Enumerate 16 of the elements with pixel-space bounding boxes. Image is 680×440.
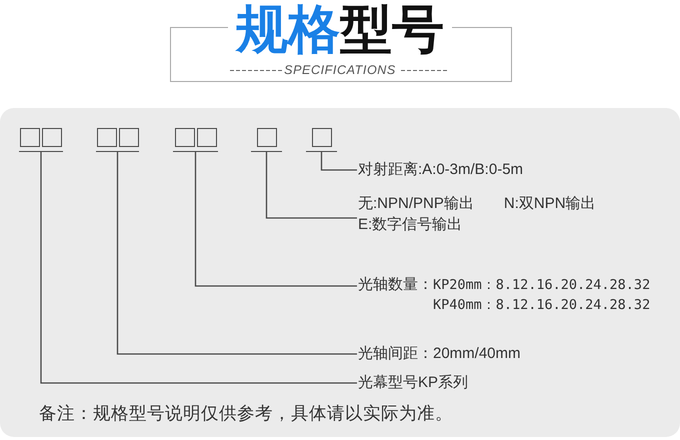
note: 备注：规格型号说明仅供参考，具体请以实际为准。 xyxy=(39,402,453,425)
leader-line xyxy=(194,152,357,287)
spec-value: KP40mm：8.12.16.20.24.28.32 xyxy=(433,296,650,315)
spec-label: 光幕型号KP系列 xyxy=(358,373,468,393)
spec-label: 对射距离:A:0-3m/B:0-5m xyxy=(358,160,524,180)
leader-line xyxy=(40,152,357,384)
leader-line xyxy=(116,152,357,355)
leader-line xyxy=(320,152,357,171)
spec-label: N:双NPN输出 xyxy=(504,194,596,214)
spec-label: E:数字信号输出 xyxy=(358,215,464,235)
spec-value: KP20mm：8.12.16.20.24.28.32 xyxy=(433,276,650,295)
leader-line xyxy=(266,152,357,219)
subtitle: SPECIFICATIONS xyxy=(284,62,396,78)
spec-label: 光轴间距：20mm/40mm xyxy=(358,344,521,364)
spec-label: 光轴数量： xyxy=(358,275,433,295)
spec-label: 无:NPN/PNP输出 xyxy=(358,194,474,214)
